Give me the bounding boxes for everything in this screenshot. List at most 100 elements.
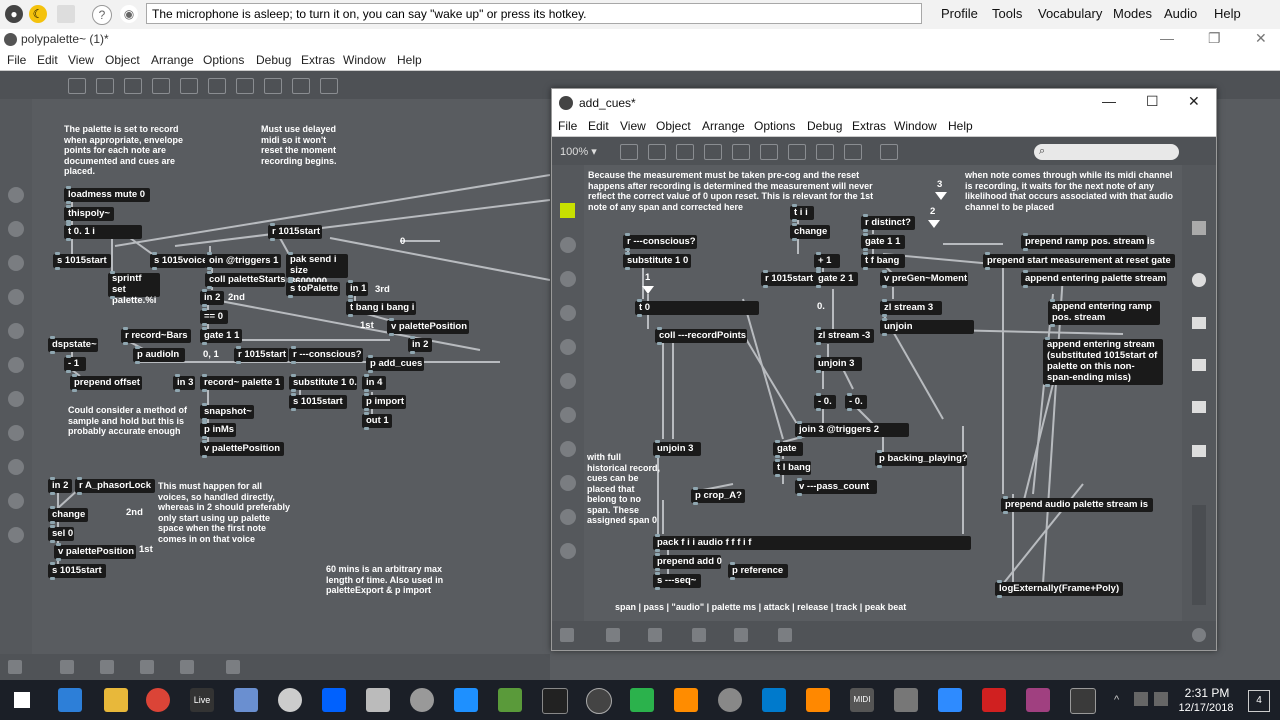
sidebar-p-icon[interactable] [8, 493, 24, 509]
minus-zero-b-object[interactable]: - 0. [845, 393, 867, 411]
sync-icon[interactable] [278, 688, 302, 712]
thispoly-object[interactable]: thispoly~ [64, 205, 114, 223]
network-icon[interactable] [1134, 692, 1148, 706]
coll-recordpoints-object[interactable]: coll ---recordPoints [655, 327, 747, 345]
toolbar-number-icon[interactable] [760, 144, 778, 160]
presentation-icon[interactable] [606, 628, 620, 642]
sidebar-media-icon[interactable] [8, 255, 24, 271]
minimize-icon[interactable]: — [1160, 30, 1174, 46]
main-menu-help[interactable]: Help [397, 53, 422, 67]
main-menu-view[interactable]: View [68, 53, 94, 67]
toolbar-new-object-icon[interactable] [844, 144, 862, 160]
zl-stream-3-object[interactable]: zl stream 3 [880, 299, 942, 317]
join-3-object[interactable]: join 3 @triggers 2 [795, 421, 909, 439]
unjoin-3-object[interactable]: unjoin 3 [814, 355, 862, 373]
minus-one-object[interactable]: - 1 [64, 355, 86, 373]
main-menu-options[interactable]: Options [203, 53, 245, 67]
sidebar-target-icon[interactable] [560, 237, 576, 253]
sidebar-panel-icon[interactable] [1192, 401, 1206, 413]
toolbar-slider-icon[interactable] [236, 78, 254, 94]
append-palette-stream-object[interactable]: append entering palette stream [1021, 270, 1167, 288]
change-object[interactable]: change [48, 506, 88, 524]
minus-zero-a-object[interactable]: - 0. [814, 393, 836, 411]
sidebar-star-icon[interactable] [560, 543, 576, 559]
number-one[interactable]: 1 [645, 272, 651, 283]
notification-center-icon[interactable]: 4 [1248, 690, 1270, 712]
value-paletteposition-b-object[interactable]: v palettePosition [200, 440, 284, 458]
sidebar-media-icon[interactable] [560, 271, 576, 287]
add-menu-window[interactable]: Window [894, 119, 937, 133]
vscode-icon[interactable] [762, 688, 786, 712]
send-1015start-b-object[interactable]: s 1015start [289, 393, 347, 411]
help-icon[interactable]: ? [92, 5, 112, 25]
toolbar-toggle-icon[interactable] [180, 78, 198, 94]
send-1015start-object[interactable]: s 1015start [53, 252, 111, 270]
toolbar-dial-icon[interactable] [264, 78, 282, 94]
main-canvas[interactable]: The palette is set to record when approp… [0, 0, 550, 680]
number-box-zero[interactable]: 0 [400, 236, 406, 247]
gate-object[interactable]: gate 1 1 [200, 327, 242, 345]
activity-monitor-icon[interactable] [630, 688, 654, 712]
toolbar-comment-icon[interactable] [676, 144, 694, 160]
toolbar-message-icon[interactable] [96, 78, 114, 94]
select-zero-object[interactable]: sel 0 [48, 525, 74, 543]
sidebar-list-icon[interactable] [1192, 359, 1206, 371]
import-subpatch-object[interactable]: p import [362, 393, 406, 411]
substitute-1-0-object[interactable]: substitute 1 0 [623, 252, 691, 270]
power-icon[interactable] [1192, 628, 1206, 642]
dropbox-icon[interactable] [322, 688, 346, 712]
sidebar-image-icon[interactable] [560, 373, 576, 389]
inlet-in3-object[interactable]: in 3 [173, 374, 195, 392]
sidebar-search-icon[interactable] [8, 187, 24, 203]
log-externally-object[interactable]: logExternally(Frame+Poly) [995, 580, 1123, 598]
sprintf-object[interactable]: sprintf set palette.%i [108, 271, 160, 306]
main-menu-window[interactable]: Window [343, 53, 386, 67]
receive-distinct-object[interactable]: r distinct? [861, 214, 915, 232]
snap-icon[interactable] [140, 660, 154, 674]
wrench-icon[interactable] [778, 628, 792, 642]
sidebar-grid-icon[interactable] [1192, 221, 1206, 235]
receive-conscious-object[interactable]: r ---conscious? [289, 346, 363, 364]
receive-conscious-object[interactable]: r ---conscious? [623, 233, 697, 251]
gate-1-1-object[interactable]: gate 1 1 [861, 233, 905, 251]
trigger-fbang-object[interactable]: t f bang [861, 252, 905, 270]
dictation-box-icon[interactable] [57, 5, 75, 23]
toolbar-dial-icon[interactable] [816, 144, 834, 160]
flame-app-icon[interactable] [674, 688, 698, 712]
paint-icon[interactable] [234, 688, 258, 712]
toolbar-toggle-icon[interactable] [732, 144, 750, 160]
add-menu-object[interactable]: Object [656, 119, 691, 133]
message-0-1[interactable]: 0, 1 [203, 349, 219, 360]
number-three[interactable]: 3 [937, 179, 943, 190]
speech-menu-vocabulary[interactable]: Vocabulary [1038, 6, 1103, 21]
toolbar-slider-icon[interactable] [788, 144, 806, 160]
main-menu-extras[interactable]: Extras [301, 53, 336, 67]
append-substituted-stream-object[interactable]: append entering stream (substituted 1015… [1043, 337, 1163, 387]
snap-icon[interactable] [734, 628, 748, 642]
volume-icon[interactable] [1154, 692, 1168, 706]
lock-icon[interactable] [560, 628, 574, 642]
change-object[interactable]: change [790, 223, 830, 241]
toolbar-message-icon[interactable] [648, 144, 666, 160]
number-two[interactable]: 2 [930, 206, 936, 217]
connector-icon[interactable] [938, 688, 962, 712]
append-ramp-stream-object[interactable]: append entering ramp pos. stream [1048, 299, 1160, 327]
file-explorer-icon[interactable] [104, 688, 128, 712]
loadmess-object[interactable]: loadmess mute 0 [64, 186, 150, 204]
prepend-ramp-object[interactable]: prepend ramp pos. stream is [1021, 233, 1155, 251]
sidebar-puzzle-icon[interactable] [560, 441, 576, 457]
sidebar-level-meter[interactable] [1192, 505, 1206, 605]
add-cues-subpatch-object[interactable]: p add_cues [366, 355, 424, 373]
toolbar-new-object-icon[interactable] [292, 78, 310, 94]
dynamics-icon[interactable] [1026, 688, 1050, 712]
sound-icon[interactable]: ◉ [120, 5, 138, 23]
value-pass-count-object[interactable]: v ---pass_count [795, 478, 877, 496]
sidebar-p-icon[interactable] [560, 509, 576, 525]
sidebar-debug-icon[interactable] [560, 339, 576, 355]
receive-recordbars-object[interactable]: r record~Bars [121, 327, 191, 345]
toolbar-paint-icon[interactable] [880, 144, 898, 160]
speech-menu-tools[interactable]: Tools [992, 6, 1023, 21]
inms-subpatch-object[interactable]: p inMs [200, 421, 236, 439]
unjoin-object[interactable]: unjoin [880, 318, 974, 336]
midi-ox-icon[interactable]: MIDI [850, 688, 874, 712]
